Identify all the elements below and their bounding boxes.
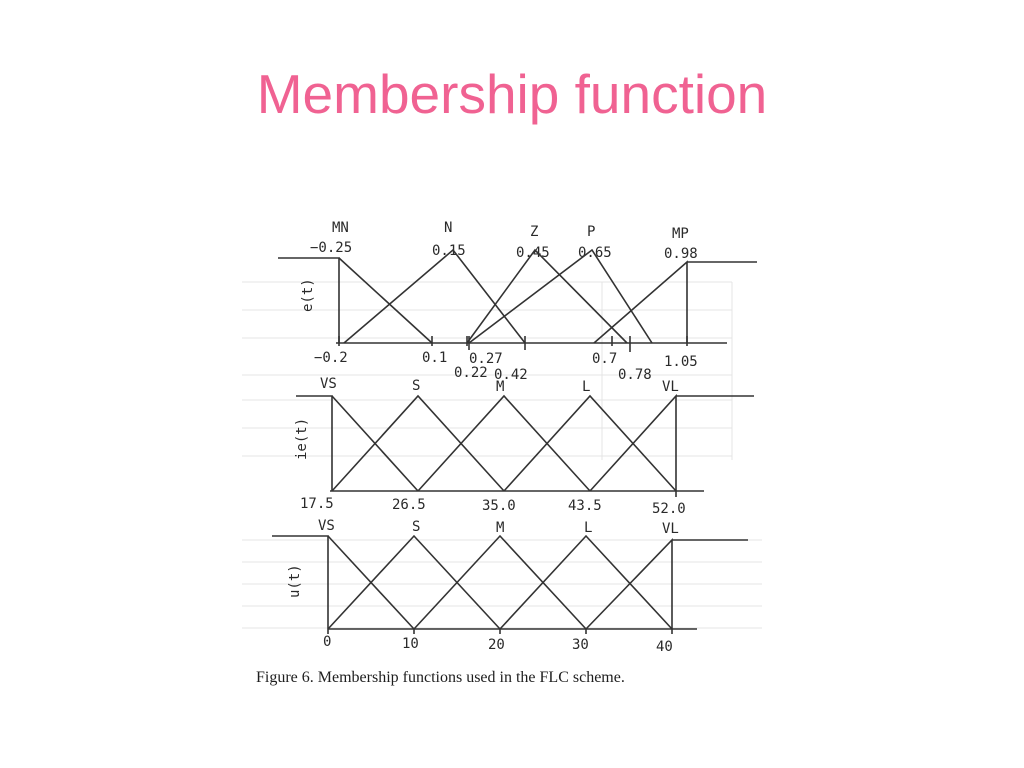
mf-s-u bbox=[327, 534, 501, 630]
set-label-n: N bbox=[444, 220, 452, 236]
set-label-l-ie: L bbox=[582, 379, 590, 395]
axis-label-e: e(t) bbox=[300, 278, 316, 312]
set-label-vs-ie: VS bbox=[320, 376, 337, 392]
set-label-z: Z bbox=[530, 224, 538, 240]
peak-value-mn: −0.25 bbox=[310, 240, 352, 256]
set-label-m-ie: M bbox=[496, 379, 504, 395]
membership-figure: MN N Z P MP −0.25 0.15 0.45 0.65 0.98 e(… bbox=[232, 210, 772, 710]
scan-bleed-through bbox=[242, 281, 762, 629]
peak-value-mp: 0.98 bbox=[664, 246, 698, 262]
peak-value-n: 0.15 bbox=[432, 243, 466, 259]
set-label-mn: MN bbox=[332, 220, 349, 236]
figure-caption: Figure 6. Membership functions used in t… bbox=[256, 669, 625, 686]
tick-e-4: 0.22 bbox=[454, 365, 488, 381]
axis-label-ie: ie(t) bbox=[294, 418, 310, 460]
mf-m-ie bbox=[417, 394, 591, 492]
tick-e-2: 0.1 bbox=[422, 350, 447, 366]
tick-ie-1: 17.5 bbox=[300, 496, 334, 512]
membership-diagram: MN N Z P MP −0.25 0.15 0.45 0.65 0.98 e(… bbox=[242, 220, 762, 686]
mf-s-ie bbox=[331, 394, 505, 492]
set-label-p: P bbox=[587, 224, 595, 240]
tick-e-6: 0.7 bbox=[592, 351, 617, 367]
mf-m-u bbox=[413, 534, 587, 630]
set-label-vl-ie: VL bbox=[662, 379, 679, 395]
tick-e-1: −0.2 bbox=[314, 350, 348, 366]
tick-u-1: 0 bbox=[323, 634, 331, 650]
mf-l-u bbox=[499, 534, 673, 630]
tick-u-4: 30 bbox=[572, 637, 589, 653]
tick-ie-5: 52.0 bbox=[652, 501, 686, 517]
mf-n bbox=[343, 248, 526, 344]
tick-u-5: 40 bbox=[656, 639, 673, 655]
mf-l-ie bbox=[503, 394, 677, 492]
tick-u-2: 10 bbox=[402, 636, 419, 652]
set-label-m-u: M bbox=[496, 520, 504, 536]
tick-u-3: 20 bbox=[488, 637, 505, 653]
panel-e: MN N Z P MP −0.25 0.15 0.45 0.65 0.98 e(… bbox=[278, 220, 757, 383]
set-label-vs-u: VS bbox=[318, 518, 335, 534]
tick-ie-3: 35.0 bbox=[482, 498, 516, 514]
tick-ie-4: 43.5 bbox=[568, 498, 602, 514]
panel-ie: VS S M L VL ie(t) 17.5 26.5 35.0 43.5 52… bbox=[294, 376, 754, 517]
mf-z bbox=[466, 248, 628, 344]
tick-e-7: 0.78 bbox=[618, 367, 652, 383]
set-label-vl-u: VL bbox=[662, 521, 679, 537]
set-label-s-u: S bbox=[412, 519, 420, 535]
mf-p bbox=[468, 248, 653, 344]
tick-e-3: 0.27 bbox=[469, 351, 503, 367]
set-label-s-ie: S bbox=[412, 378, 420, 394]
tick-ie-2: 26.5 bbox=[392, 497, 426, 513]
panel-u: VS S M L VL u(t) 0 10 bbox=[272, 518, 748, 655]
set-label-mp: MP bbox=[672, 226, 689, 242]
tick-e-8: 1.05 bbox=[664, 354, 698, 370]
mf-mn-fall bbox=[338, 257, 433, 344]
set-label-l-u: L bbox=[584, 520, 592, 536]
axis-label-u: u(t) bbox=[287, 564, 303, 598]
tick-e-5: 0.42 bbox=[494, 367, 528, 383]
slide-title: Membership function bbox=[256, 63, 768, 125]
